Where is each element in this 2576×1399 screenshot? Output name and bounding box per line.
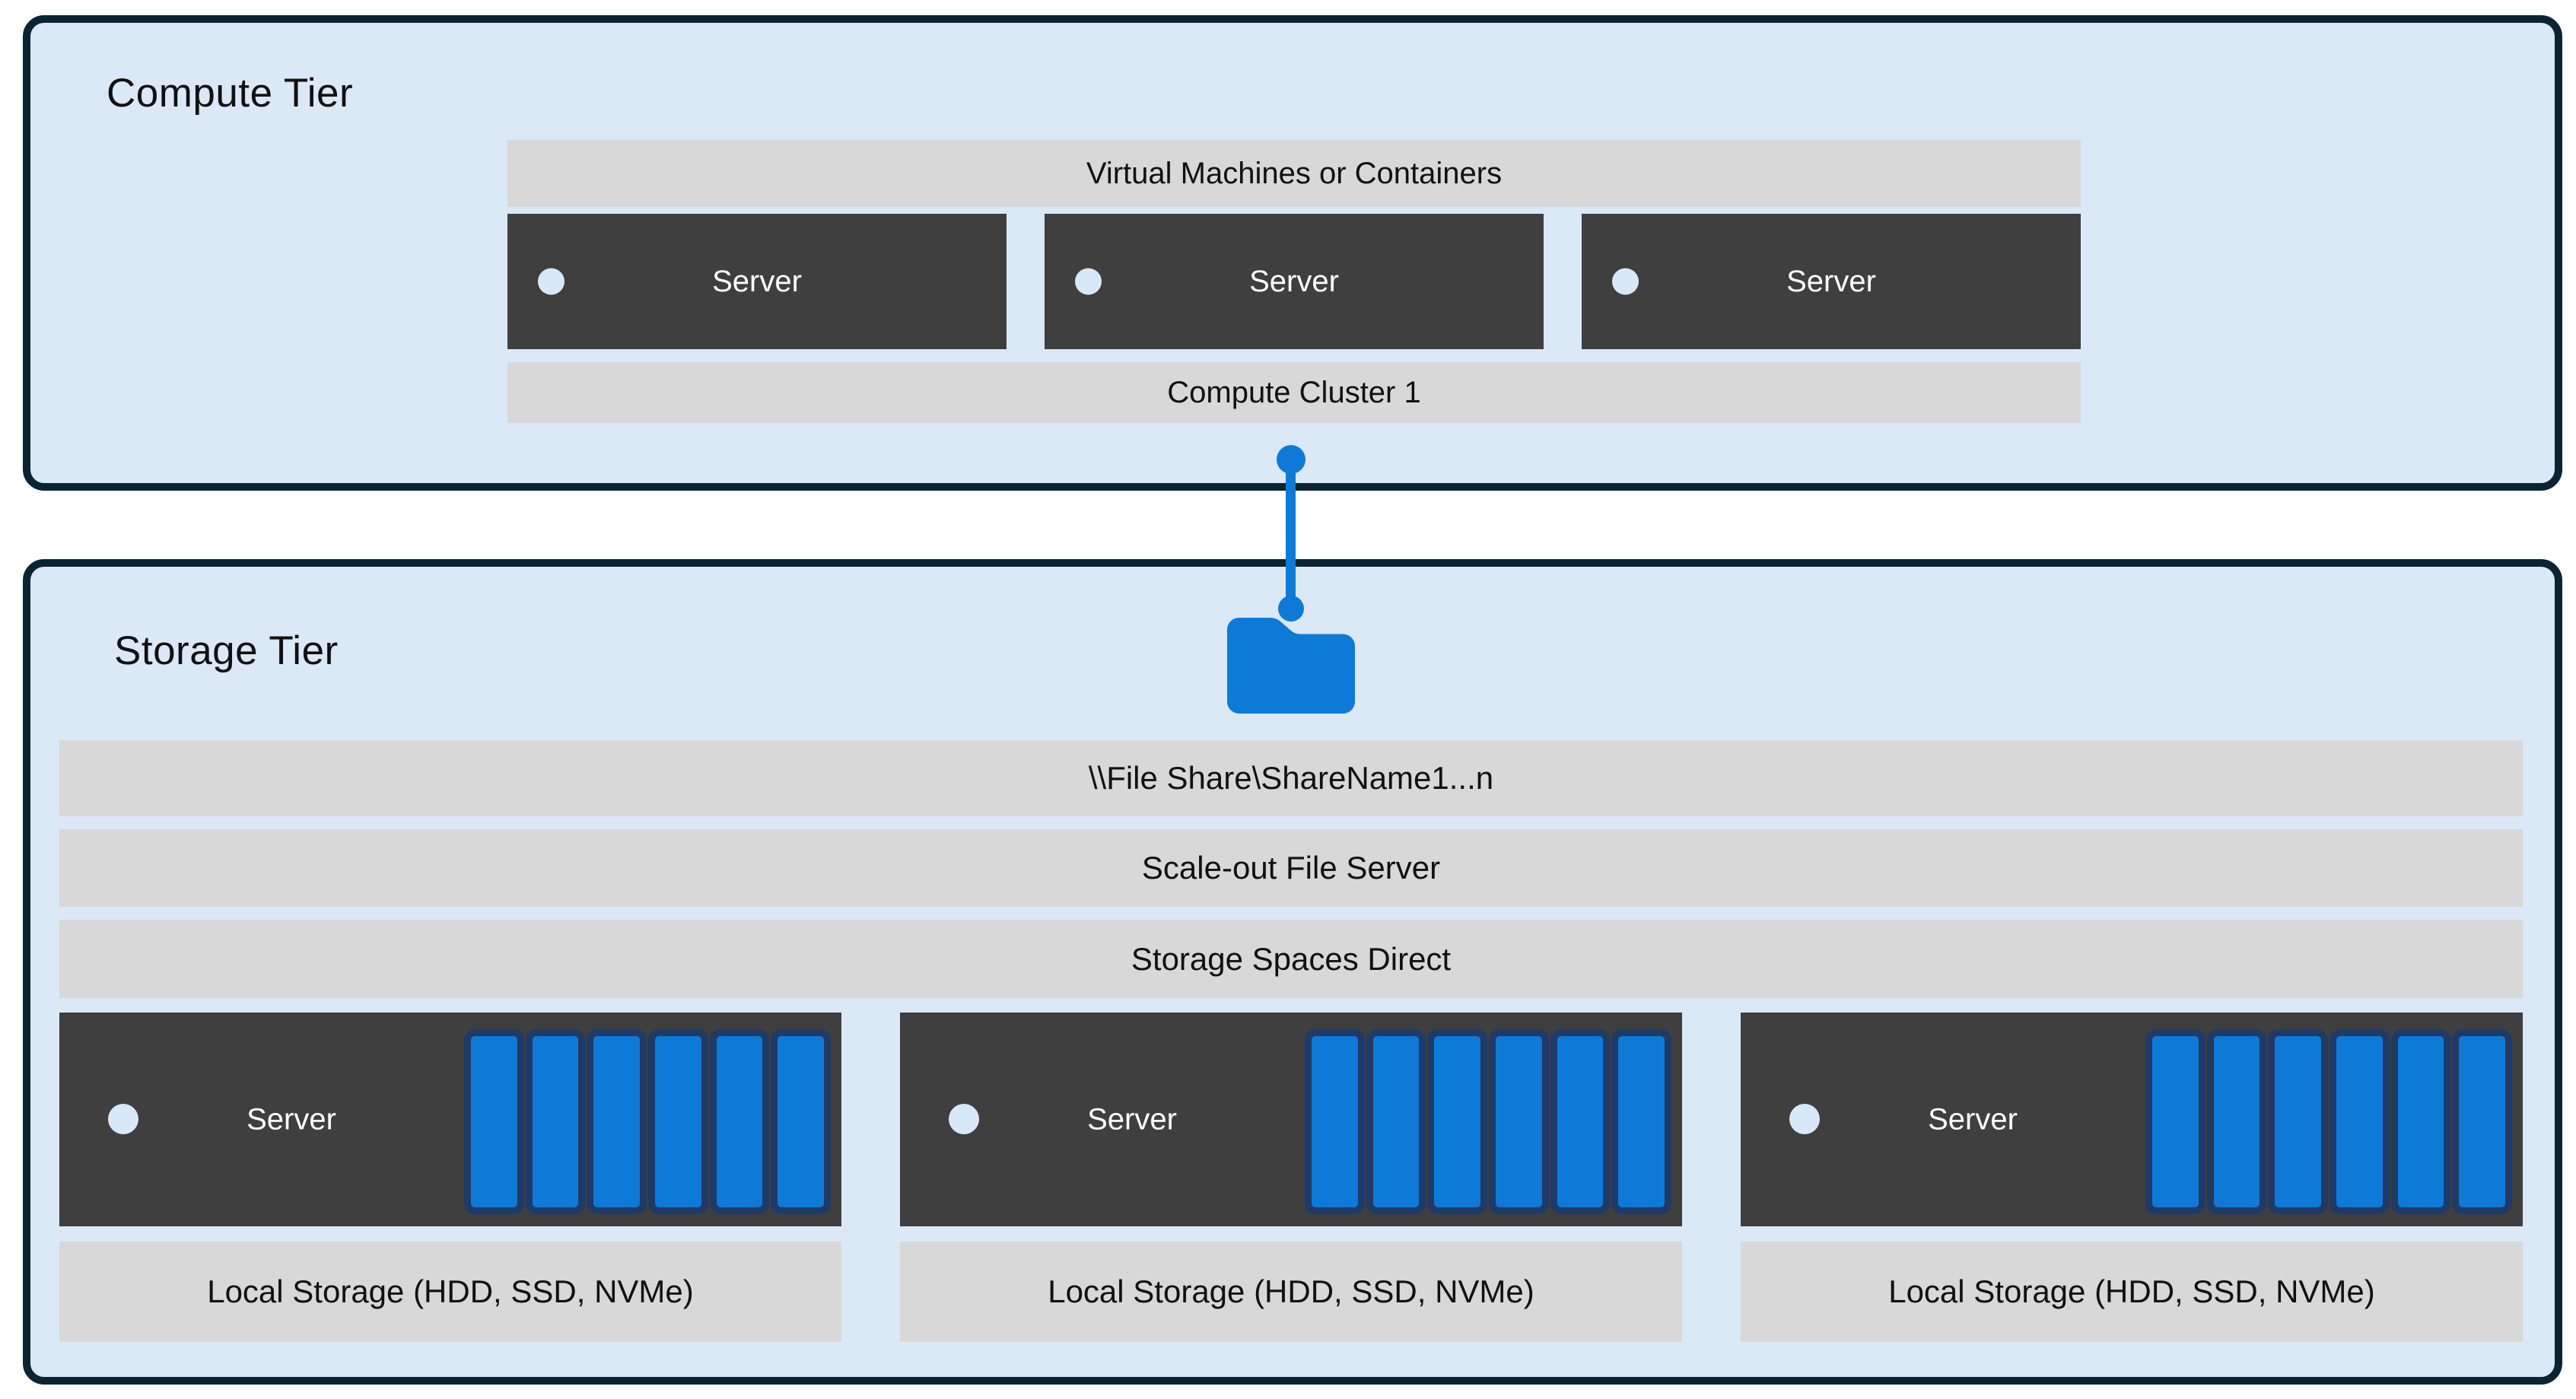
local-storage-bar: Local Storage (HDD, SSD, NVMe) bbox=[59, 1242, 841, 1342]
storage-server-node: Server bbox=[59, 1013, 841, 1226]
storage-server-row: Server Server Server bbox=[59, 1013, 2523, 1226]
disk-icon bbox=[2268, 1029, 2329, 1214]
server-led-icon bbox=[949, 1104, 979, 1134]
server-label: Server bbox=[1786, 264, 1876, 298]
virtual-machines-bar: Virtual Machines or Containers bbox=[507, 140, 2081, 207]
disk-icon bbox=[1427, 1029, 1488, 1214]
disk-array bbox=[464, 1029, 832, 1214]
storage-tier-title: Storage Tier bbox=[114, 628, 339, 673]
disk-array bbox=[1305, 1029, 1672, 1214]
disk-icon bbox=[1611, 1029, 1672, 1214]
compute-tier-box: Compute Tier Virtual Machines or Contain… bbox=[23, 15, 2562, 491]
local-storage-label: Local Storage (HDD, SSD, NVMe) bbox=[1048, 1273, 1534, 1309]
server-led-icon bbox=[1612, 268, 1639, 295]
disk-icon bbox=[1366, 1029, 1426, 1214]
disk-icon bbox=[525, 1029, 586, 1214]
compute-server-node: Server bbox=[1045, 214, 1544, 349]
compute-server-row: Server Server Server bbox=[507, 214, 2081, 349]
compute-cluster-bar: Compute Cluster 1 bbox=[507, 362, 2081, 423]
compute-server-node: Server bbox=[507, 214, 1007, 349]
file-share-bar: \\File Share\ShareName1...n bbox=[59, 740, 2523, 816]
server-label: Server bbox=[1249, 264, 1339, 298]
connector-dot-top bbox=[1277, 445, 1305, 474]
disk-array bbox=[2145, 1029, 2513, 1214]
storage-spaces-direct-label: Storage Spaces Direct bbox=[1131, 940, 1452, 977]
local-storage-label: Local Storage (HDD, SSD, NVMe) bbox=[207, 1273, 694, 1309]
compute-cluster-label: Compute Cluster 1 bbox=[1167, 375, 1421, 409]
disk-icon bbox=[1550, 1029, 1611, 1214]
local-storage-label: Local Storage (HDD, SSD, NVMe) bbox=[1888, 1273, 2375, 1309]
scale-out-file-server-label: Scale-out File Server bbox=[1141, 850, 1441, 886]
server-label: Server bbox=[1928, 1102, 2018, 1136]
disk-icon bbox=[587, 1029, 647, 1214]
server-led-icon bbox=[108, 1104, 138, 1134]
disk-icon bbox=[2145, 1029, 2206, 1214]
disk-icon bbox=[1489, 1029, 1549, 1214]
disk-icon bbox=[771, 1029, 832, 1214]
disk-icon bbox=[2330, 1029, 2390, 1214]
scale-out-file-server-bar: Scale-out File Server bbox=[59, 829, 2523, 907]
local-storage-row: Local Storage (HDD, SSD, NVMe) Local Sto… bbox=[59, 1242, 2523, 1342]
disk-icon bbox=[1305, 1029, 1365, 1214]
server-label: Server bbox=[712, 264, 802, 298]
disk-icon bbox=[464, 1029, 524, 1214]
server-led-icon bbox=[538, 268, 564, 295]
disk-icon bbox=[709, 1029, 770, 1214]
virtual-machines-label: Virtual Machines or Containers bbox=[1086, 156, 1503, 190]
connector-dot-bottom bbox=[1278, 596, 1304, 622]
disk-icon bbox=[2206, 1029, 2267, 1214]
storage-spaces-direct-bar: Storage Spaces Direct bbox=[59, 920, 2523, 998]
disk-icon bbox=[2390, 1029, 2451, 1214]
storage-server-node: Server bbox=[1741, 1013, 2523, 1226]
compute-server-node: Server bbox=[1582, 214, 2081, 349]
local-storage-bar: Local Storage (HDD, SSD, NVMe) bbox=[1741, 1242, 2523, 1342]
storage-server-node: Server bbox=[900, 1013, 1682, 1226]
disk-icon bbox=[2452, 1029, 2513, 1214]
server-label: Server bbox=[1087, 1102, 1177, 1136]
server-led-icon bbox=[1789, 1104, 1820, 1134]
server-label: Server bbox=[246, 1102, 336, 1136]
connector-line bbox=[1286, 456, 1296, 606]
local-storage-bar: Local Storage (HDD, SSD, NVMe) bbox=[900, 1242, 1682, 1342]
disk-icon bbox=[648, 1029, 708, 1214]
server-led-icon bbox=[1075, 268, 1102, 295]
file-share-label: \\File Share\ShareName1...n bbox=[1088, 760, 1494, 796]
file-share-folder-icon bbox=[1227, 618, 1355, 714]
compute-tier-title: Compute Tier bbox=[107, 71, 354, 116]
